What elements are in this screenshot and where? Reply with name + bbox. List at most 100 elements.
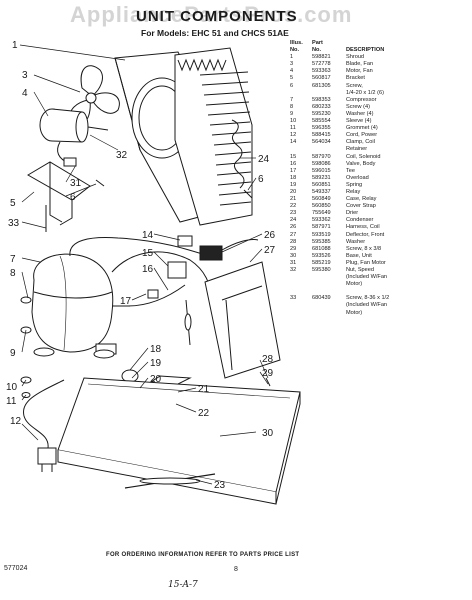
cell-description: Motor) bbox=[346, 281, 363, 288]
callout-6-left: 6 bbox=[70, 192, 76, 203]
cell-illus-no: 5 bbox=[290, 75, 294, 82]
cell-illus-no: 10 bbox=[290, 118, 297, 125]
screw-drawing bbox=[243, 189, 253, 199]
cell-part-no: 560849 bbox=[312, 196, 331, 203]
table-row: Retainer bbox=[290, 146, 470, 153]
cell-part-no bbox=[312, 310, 346, 317]
cell-part-no: 681305 bbox=[312, 82, 331, 89]
cell-part-no: 588415 bbox=[312, 132, 331, 139]
cell-illus-no: 17 bbox=[290, 167, 297, 174]
callout-16: 16 bbox=[142, 264, 154, 275]
cell-description: Spring bbox=[346, 181, 363, 188]
callout-9: 9 bbox=[10, 348, 16, 359]
callout-5: 5 bbox=[10, 198, 16, 209]
cell-illus-no: 31 bbox=[290, 259, 297, 266]
callout-18: 18 bbox=[150, 344, 162, 355]
cell-description: Washer bbox=[346, 238, 366, 245]
cell-description: Tee bbox=[346, 167, 356, 174]
cell-part-no bbox=[312, 146, 346, 153]
condenser-drawing bbox=[174, 47, 253, 226]
cell-description: Motor, Fan bbox=[346, 68, 373, 75]
header-illus-line1: Illus. bbox=[290, 40, 303, 46]
cell-part-no bbox=[312, 288, 346, 295]
cell-illus-no bbox=[290, 90, 312, 97]
cell-part-no: 585219 bbox=[312, 259, 331, 266]
watermark: AppliancePartsPros.com bbox=[70, 2, 353, 27]
cell-description bbox=[346, 288, 470, 295]
cell-part-no: 585554 bbox=[312, 118, 331, 125]
header-part-line2: No. bbox=[312, 47, 322, 54]
cell-illus-no: 33 bbox=[290, 295, 297, 302]
cell-part-no: 587970 bbox=[312, 153, 331, 160]
cell-part-no: 593362 bbox=[312, 217, 331, 224]
cell-illus-no: 1 bbox=[290, 54, 294, 61]
cell-description: Sleeve (4) bbox=[346, 118, 372, 125]
cell-illus-no: 24 bbox=[290, 217, 297, 224]
cell-description: Screw, bbox=[346, 82, 363, 89]
table-row: 29 681088 Screw, 8 x 3/8 bbox=[290, 246, 470, 253]
cell-part-no: 572778 bbox=[312, 61, 331, 68]
table-row: 1/4-20 x 1/2 (6) bbox=[290, 90, 470, 97]
page-subtitle: For Models: EHC 51 and CHCS 51AE bbox=[141, 28, 289, 38]
callout-29: 29 bbox=[262, 368, 274, 379]
power-cord-drawing bbox=[23, 379, 65, 472]
cell-part-no: 598821 bbox=[312, 54, 331, 61]
cell-description: Case, Relay bbox=[346, 196, 377, 203]
cell-part-no: 680233 bbox=[312, 103, 331, 110]
cell-part-no: 598353 bbox=[312, 96, 331, 103]
cell-illus-no bbox=[290, 146, 312, 153]
table-row: (Included W/Fan bbox=[290, 302, 470, 309]
table-row: Motor) bbox=[290, 310, 470, 317]
callout-31: 31 bbox=[70, 178, 82, 189]
callout-7: 7 bbox=[10, 254, 16, 265]
cell-description: Screw, 8 x 3/8 bbox=[346, 245, 382, 252]
document-number: 577024 bbox=[4, 565, 28, 572]
cell-description: Plug, Fan Motor bbox=[346, 259, 386, 266]
callout-4: 4 bbox=[22, 88, 28, 99]
callout-24: 24 bbox=[258, 154, 270, 165]
callout-14: 14 bbox=[142, 230, 154, 241]
cell-part-no: 589231 bbox=[312, 174, 331, 181]
cell-description: 1/4-20 x 1/2 (6) bbox=[346, 89, 384, 96]
cell-illus-no: 21 bbox=[290, 196, 297, 203]
table-row: 21 560849 Case, Relay bbox=[290, 196, 470, 203]
solenoid-valve-drawing bbox=[147, 235, 259, 299]
cell-description: Screw, 8-36 x 1/2 bbox=[346, 295, 390, 302]
table-row: 10 585554 Sleeve (4) bbox=[290, 118, 470, 125]
cell-illus-no: 18 bbox=[290, 174, 297, 181]
cell-illus-no: 9 bbox=[290, 110, 294, 117]
table-row: (Included W/Fan bbox=[290, 274, 470, 281]
ordering-footer: FOR ORDERING INFORMATION REFER TO PARTS … bbox=[106, 552, 300, 558]
cell-illus-no: 29 bbox=[290, 245, 297, 252]
cell-description: Blade, Fan bbox=[346, 61, 374, 68]
callout-32: 32 bbox=[116, 150, 128, 161]
cell-description: Motor) bbox=[346, 309, 363, 316]
cell-illus-no: 4 bbox=[290, 68, 294, 75]
cell-part-no: 564034 bbox=[312, 139, 331, 146]
cell-part-no: 681088 bbox=[312, 245, 331, 252]
callout-12: 12 bbox=[10, 416, 22, 427]
cell-illus-no bbox=[290, 281, 312, 288]
fan-motor-drawing bbox=[39, 108, 109, 167]
cell-illus-no: 16 bbox=[290, 160, 297, 167]
cell-description: Grommet (4) bbox=[346, 125, 378, 132]
callout-22: 22 bbox=[198, 408, 210, 419]
cell-description: Harness, Coil bbox=[346, 224, 380, 231]
cell-part-no bbox=[312, 281, 346, 288]
cell-description: Cord, Power bbox=[346, 132, 378, 139]
